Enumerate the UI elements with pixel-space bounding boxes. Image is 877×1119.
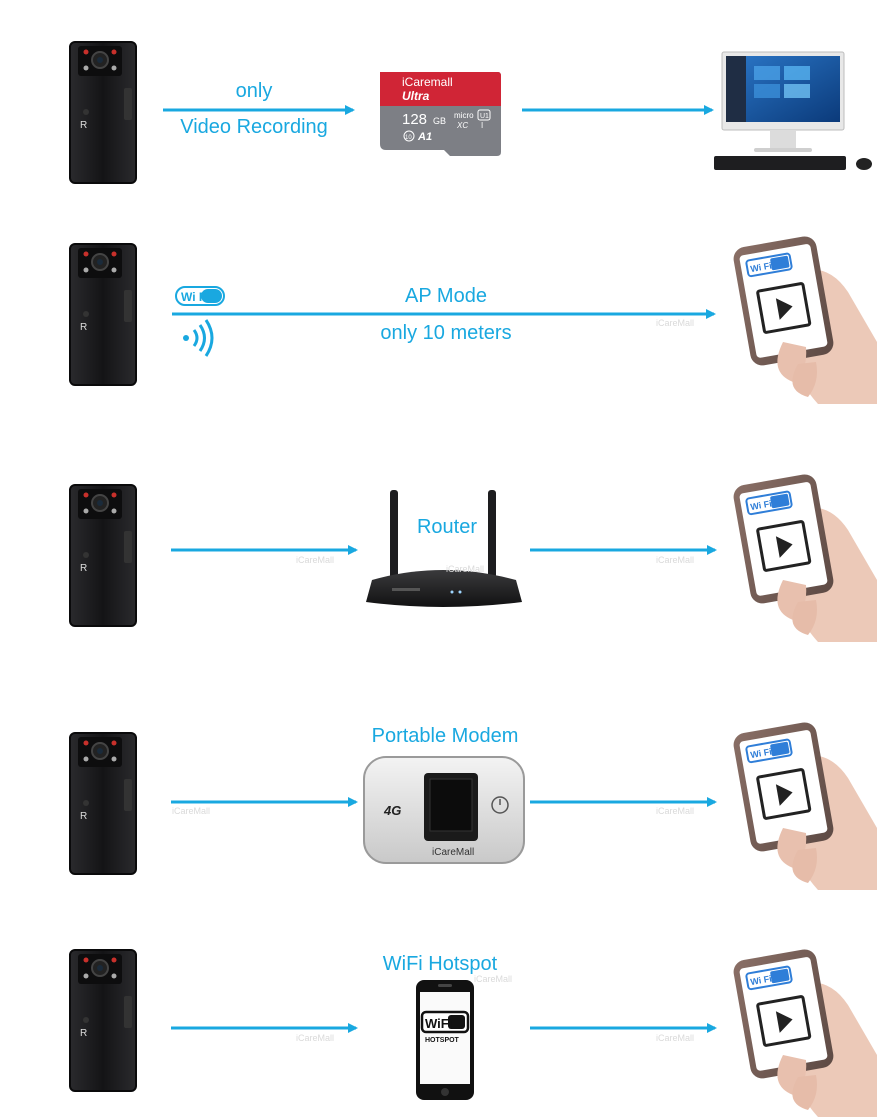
phone-wifi-badge: Wi Fi — [750, 261, 773, 275]
hand-phone-icon: Wi Fi — [728, 945, 877, 1117]
body-camera-icon: R — [68, 948, 138, 1093]
camera-r-label: R — [80, 120, 87, 131]
arrow-modem-to-phone — [530, 790, 725, 814]
body-camera-icon: R — [68, 40, 138, 185]
body-camera-icon: R — [68, 731, 138, 876]
watermark: iCareMall — [296, 1033, 335, 1043]
phone-wifi-badge: Wi Fi — [750, 499, 773, 513]
arrow-camera-to-sdcard — [163, 98, 363, 122]
camera-r-label: R — [80, 811, 87, 822]
desktop-computer-icon — [708, 50, 876, 178]
sd-roman: I — [481, 121, 483, 130]
arrow-hotspot-to-phone — [530, 1016, 725, 1040]
watermark: iCareMall — [296, 555, 335, 565]
wifi-badge-text: Wi Fi — [181, 290, 210, 304]
hand-phone-icon: Wi Fi — [728, 470, 877, 642]
arrow-camera-to-router — [171, 538, 366, 562]
phone-wifi-badge: Wi Fi — [750, 747, 773, 761]
label-wifi-hotspot: WiFi Hotspot — [382, 953, 498, 975]
microsd-card-icon: iCaremall Ultra 128 GB micro XC I U1 10 … — [376, 68, 502, 160]
camera-r-label: R — [80, 322, 87, 333]
arrow-camera-to-phone-ap — [172, 302, 724, 326]
label-video-recording: Video Recording — [180, 116, 328, 138]
watermark: iCareMall — [446, 564, 485, 574]
camera-r-label: R — [80, 1028, 87, 1039]
hotspot-wifi-text: WiFi — [425, 1016, 452, 1031]
sd-u1-badge: U1 — [480, 113, 489, 120]
label-only-10-meters: only 10 meters — [380, 322, 512, 344]
hotspot-phone-icon: WiFi HOTSPOT — [414, 978, 476, 1102]
arrow-sdcard-to-computer — [522, 98, 722, 122]
body-camera-icon: R — [68, 483, 138, 628]
watermark: iCareMall — [172, 806, 211, 816]
label-only: only — [235, 80, 273, 102]
arrow-camera-to-hotspot — [171, 1016, 366, 1040]
sd-rating: A1 — [417, 131, 432, 143]
sd-series: Ultra — [402, 89, 430, 103]
label-portable-modem: Portable Modem — [371, 725, 519, 747]
watermark: iCareMall — [656, 1033, 695, 1043]
sd-class: 10 — [405, 135, 412, 141]
arrow-camera-to-modem — [171, 790, 366, 814]
modem-4g-badge: 4G — [383, 803, 401, 818]
sd-unit: GB — [433, 116, 446, 126]
camera-r-label: R — [80, 563, 87, 574]
wireless-signal-icon — [178, 318, 218, 358]
label-router: Router — [416, 516, 478, 538]
watermark: iCareMall — [656, 318, 695, 328]
hand-phone-icon: Wi Fi — [728, 232, 877, 404]
modem-brand: iCareMall — [432, 847, 474, 858]
body-camera-icon: R — [68, 242, 138, 387]
router-icon — [362, 488, 526, 616]
phone-wifi-badge: Wi Fi — [750, 974, 773, 988]
sd-micro-logo: micro — [454, 111, 474, 120]
hand-phone-icon: Wi Fi — [728, 718, 877, 890]
sd-brand: iCaremall — [402, 75, 453, 89]
portable-modem-icon: 4G iCareMall — [362, 755, 526, 865]
watermark: iCareMall — [656, 555, 695, 565]
sd-format: XC — [456, 121, 468, 130]
label-ap-mode: AP Mode — [405, 285, 487, 307]
hotspot-text: HOTSPOT — [425, 1037, 460, 1044]
arrow-router-to-phone — [530, 538, 725, 562]
watermark: iCareMall — [474, 974, 513, 984]
wifi-badge-icon: Wi Fi — [175, 286, 225, 306]
sd-capacity: 128 — [402, 111, 427, 128]
watermark: iCareMall — [656, 806, 695, 816]
